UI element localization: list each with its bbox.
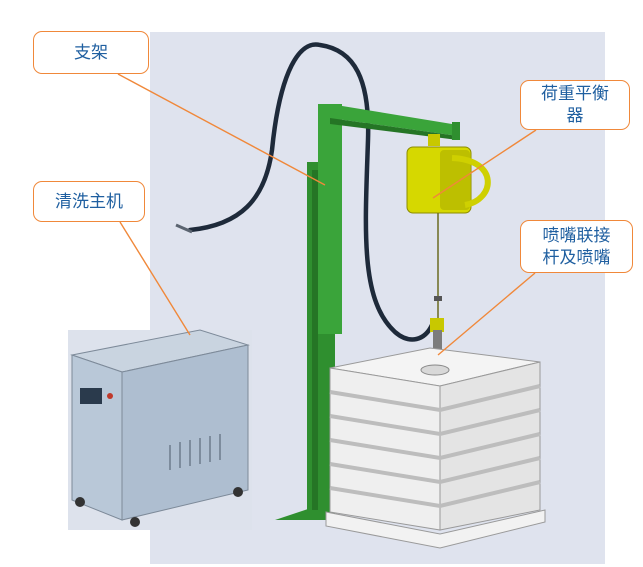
washer-screen [80, 388, 102, 404]
ibc-tank [325, 347, 546, 549]
leader-nozzle [437, 272, 536, 356]
stand-arm [330, 104, 458, 136]
cage-bar-3 [329, 432, 541, 461]
cage-bar-2 [329, 408, 541, 437]
callout-balancer-label: 荷重平衡 器 [541, 84, 609, 126]
hose-end [175, 223, 193, 234]
stand-arm-shade [330, 118, 458, 140]
washer-button [107, 393, 113, 399]
tank-cap [420, 364, 450, 376]
washer-side [121, 344, 249, 521]
washer-front [71, 354, 123, 521]
stand [275, 104, 460, 520]
callout-washer-label: 清洗主机 [55, 191, 123, 212]
washer-wheel-2 [233, 487, 243, 497]
cable-link [434, 296, 442, 301]
cage-bar-5 [329, 480, 541, 509]
callout-balancer: 荷重平衡 器 [520, 80, 630, 130]
leader-stand [117, 73, 326, 186]
hose [187, 42, 435, 342]
cable-hook [430, 318, 444, 332]
callout-stand: 支架 [33, 31, 149, 74]
callout-stand-label: 支架 [74, 42, 108, 63]
tank-pallet [325, 509, 546, 549]
balancer-hook [428, 134, 440, 146]
cage-bar-1 [329, 384, 541, 413]
stand-column-shade [312, 170, 318, 510]
callout-washer: 清洗主机 [33, 181, 145, 222]
cage-bar-4 [329, 456, 541, 485]
leader-washer [119, 221, 191, 336]
leader-balancer [432, 129, 537, 199]
callout-nozzle-label: 喷嘴联接 杆及喷嘴 [542, 225, 611, 268]
callout-nozzle: 喷嘴联接 杆及喷嘴 [520, 220, 633, 273]
stand-column-upper [318, 104, 342, 334]
balancer [406, 134, 491, 332]
stand-arm-cap [452, 122, 460, 140]
washer-wheel-3 [75, 497, 85, 507]
washer-machine [70, 329, 250, 527]
balancer-body-shade [440, 150, 470, 210]
balancer-handle [451, 155, 491, 208]
washer-wheel-1 [130, 517, 140, 527]
